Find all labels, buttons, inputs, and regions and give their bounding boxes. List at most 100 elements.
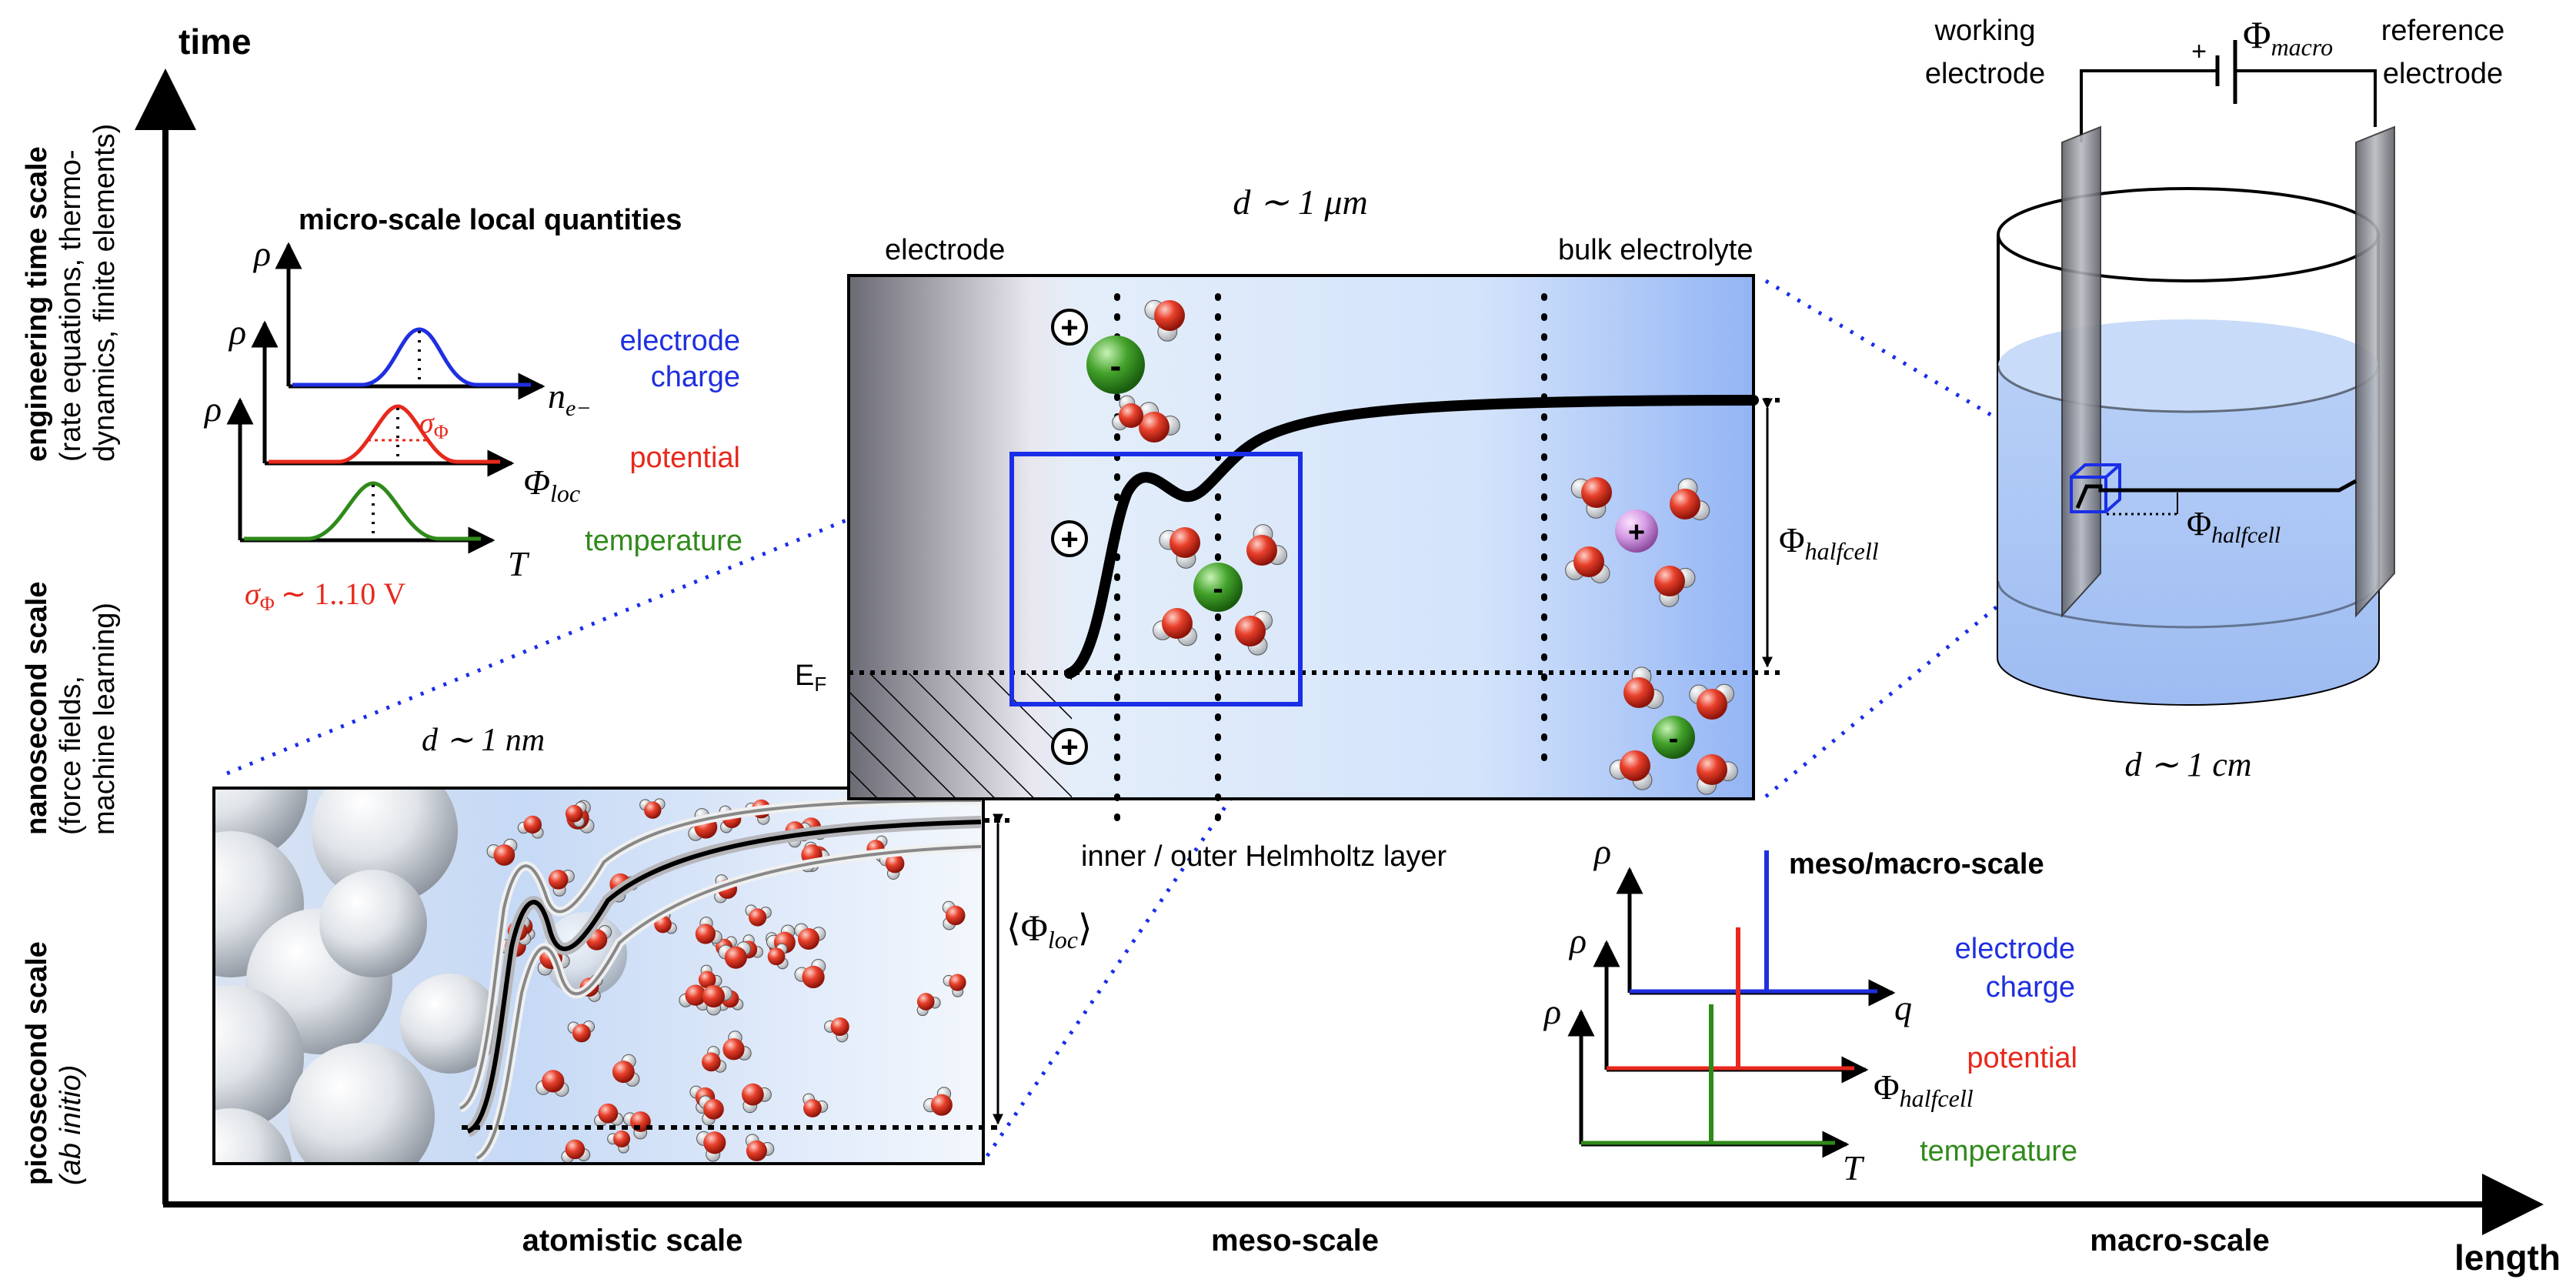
water-molecule [718,941,751,969]
n-e-axis-label: ne− [548,376,592,421]
mesomacro-title: meso/macro-scale [1789,848,2044,880]
water-molecule [561,1139,591,1164]
atomistic-panel: d ∼ 1 nm ⟨Φloc⟩ [212,723,1093,1165]
svg-text:-: - [1669,723,1679,755]
nanosecond-scale: nanosecond scale (force fields, machine … [21,582,121,835]
water-molecule [698,964,722,989]
water-molecule [548,870,575,897]
water-molecule [565,801,587,827]
water-molecule [923,1087,953,1116]
svg-text:(rate equations, thermo-: (rate equations, thermo- [55,149,87,462]
water-molecule [702,1046,727,1073]
water-molecule [1144,299,1185,342]
mesomacro-potential-label: potential [1967,1042,2077,1074]
plus-terminal: + [2191,37,2207,66]
picosecond-scale: picosecond scale (ab initio) [21,941,87,1185]
rho-label: ρ [228,312,246,352]
rho-label: ρ [1568,921,1587,960]
anion-solvated: - [1193,563,1243,612]
svg-text:picosecond scale: picosecond scale [21,941,53,1185]
svg-text:+: + [1060,523,1078,556]
micro-temperature-label: temperature [585,525,742,557]
water-molecule [1112,395,1143,431]
water-molecule [943,974,966,997]
water-molecule [742,1083,772,1114]
mesomacro-temperature-label: temperature [1920,1135,2077,1167]
svg-text:+: + [1628,516,1645,549]
sigma-label: σΦ [419,407,449,443]
micro-potential-label: potential [629,442,740,474]
phi-loc-axis-label: Φloc [523,463,580,507]
water-molecule [1235,610,1273,656]
svg-text:-: - [1213,572,1223,606]
micro-title: micro-scale local quantities [299,204,682,236]
svg-text:machine learning): machine learning) [88,603,121,835]
engineering-time-scale: engineering time scale (rate equations, … [21,124,121,462]
working-electrode-label: working [1934,15,2036,47]
macro-size-label: d ∼ 1 cm [2124,746,2251,783]
phi-halfcell-axis-label: Φhalfcell [1874,1067,1974,1112]
macro-panel: working electrode reference electrode + … [1925,13,2504,783]
water-molecule [916,993,941,1017]
potential-curves [458,796,982,1163]
water-molecule [1623,666,1664,710]
svg-text:+: + [1060,311,1078,345]
length-label: length [2454,1238,2561,1278]
anion-solvated: - [1086,336,1145,394]
helmholtz-label: inner / outer Helmholtz layer [1081,840,1447,873]
water-molecule [536,1070,569,1097]
water-molecule [1670,478,1710,521]
rho-label: ρ [1543,992,1561,1031]
working-electrode [2061,125,2101,618]
rho-label: ρ [252,234,271,273]
meso-size-label: d ∼ 1 μm [1233,182,1367,222]
reference-electrode-label: reference [2381,15,2505,47]
micro-charge-label: electrode [620,325,740,357]
atomistic-scale-label: atomistic scale [522,1224,743,1258]
meso-scale-label: meso-scale [1211,1224,1379,1258]
water-molecule [698,1095,724,1126]
water-molecule [794,959,826,989]
water-molecule [696,1131,726,1162]
water-molecule [1654,566,1696,607]
mesomacro-charge-label: electrode [1955,933,2075,965]
water-molecule [695,917,722,944]
water-molecule [639,798,666,819]
water-molecule [612,1054,640,1087]
reference-electrode-label: electrode [2383,58,2503,90]
water-molecule [942,900,966,930]
water-molecule [486,838,518,866]
water-molecule [745,904,772,927]
water-molecule [722,1030,752,1061]
micro-charge-label: charge [651,361,740,393]
fermi-level-label: EF [795,660,826,696]
t-axis-label: T [508,544,530,583]
meso-panel: d ∼ 1 μm electrode bulk electrolyte EF Φ… [795,182,1879,873]
atomistic-size-label: d ∼ 1 nm [422,723,545,758]
potential-distribution [269,404,500,464]
macro-scale-label: macro-scale [2090,1224,2269,1258]
water-molecule [1697,754,1738,795]
phi-macro-label: Φmacro [2243,13,2333,61]
water-molecule [824,1017,849,1043]
electrode-charges: + + + [1051,309,1088,765]
svg-text:(ab initio): (ab initio) [55,1065,87,1185]
phi-halfcell-label: Φhalfcell [1779,520,1879,565]
t-axis-label: T [1843,1148,1865,1187]
reference-electrode [2355,125,2395,618]
svg-text:dynamics, finite elements): dynamics, finite elements) [88,124,121,462]
water-molecule [567,1020,596,1043]
svg-text:engineering time scale: engineering time scale [21,146,53,462]
water-molecules [1112,299,1738,795]
water-molecule [702,984,732,1016]
meso-potential-curve [1064,395,1759,679]
water-molecule [1153,608,1197,646]
time-label: time [179,22,252,62]
water-molecule [517,815,544,839]
svg-text:-: - [1110,347,1122,385]
rho-label: ρ [1593,832,1611,871]
q-axis-label: q [1894,988,1912,1027]
anion-solvated: - [1652,716,1695,759]
water-molecule [594,1103,624,1127]
